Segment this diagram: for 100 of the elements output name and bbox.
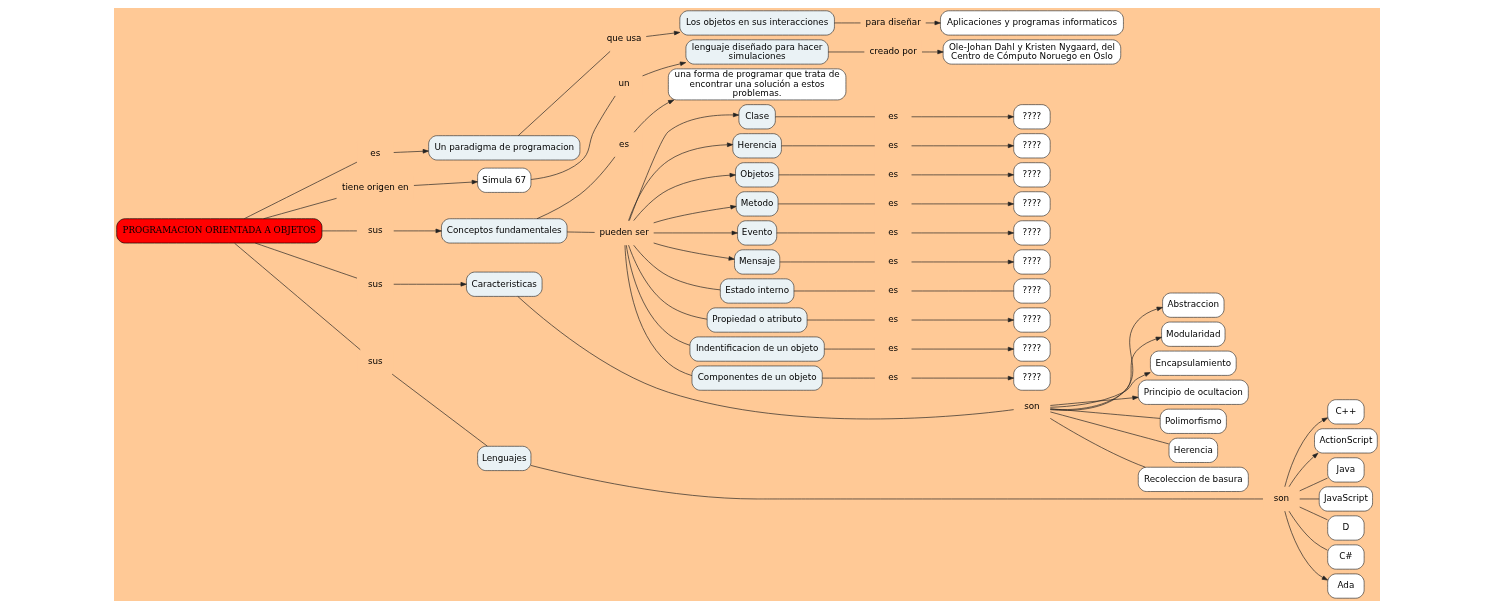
node-box: Java [1326,457,1364,483]
node-text: un [618,78,630,89]
arrow [1288,452,1318,488]
node-box: ???? [1012,191,1050,217]
node-box: Indentificacion de un objeto [689,336,825,362]
arrow [910,143,1014,149]
connector [1298,477,1328,492]
arrow [633,99,674,133]
connector [530,95,616,180]
node-box: C# [1326,544,1364,570]
node-box: JavaScript [1318,486,1373,512]
connector [833,22,861,24]
node-box: Propiedad o atributo [706,307,807,333]
connector [254,242,357,279]
node-box: ???? [1012,307,1050,333]
node-text: son [1273,493,1289,504]
node-box: Polimorfismo [1159,408,1227,434]
node-text: es [887,111,898,122]
node-box: Encapsulamiento [1149,350,1236,376]
node-text: es [887,343,898,354]
node-text: es [887,140,898,151]
arrow [910,346,1014,352]
connector [517,51,610,136]
connector [566,231,595,233]
arrow [924,20,941,26]
connector [243,161,357,219]
connector [1049,411,1169,445]
connector [262,198,337,220]
arrow [652,205,736,224]
node-box: Un paradigma de programacion [427,135,580,161]
arrow [1283,510,1328,581]
node-box: Recoleccion de basura [1137,466,1249,492]
node-text: es [887,314,898,325]
connector [632,244,720,291]
node-box: Aplicaciones y programas informaticos [939,10,1124,36]
connector [627,244,707,320]
node-box: una forma de programar que trata de encontrar una solución a estos problemas. [667,68,846,101]
connector [780,145,875,147]
node-box: ???? [1012,278,1050,304]
node-box: Simula 67 [476,167,531,193]
node-text: es [887,285,898,296]
node-text: para diseñar [865,17,921,28]
connector [624,244,692,376]
node-box: ???? [1012,249,1050,275]
arrow [910,230,1014,236]
node-box: Ole-Johan Dahl y Kristen Nygaard, del Centro de Cómputo Noruego en Oslo [942,39,1121,65]
arrow [641,61,686,77]
node-box: Los objetos en sus interacciones [679,10,835,36]
node-box: Evento [736,220,777,246]
node-box: Lenguajes [476,445,531,471]
node-box: Metodo [735,191,778,217]
arrow [910,201,1014,207]
arrow [921,49,943,55]
node-text: es [887,169,898,180]
arrow [627,142,733,222]
connector [625,244,690,346]
arrow [392,228,442,234]
node-text: pueden ser [598,227,649,238]
arrow [652,230,738,236]
arrow [910,114,1014,120]
node-text: es [887,227,898,238]
node-box: Abstraccion [1161,292,1224,318]
connector [821,377,875,379]
connector [233,242,361,351]
arrow [413,179,478,186]
connector [516,296,1014,420]
connector [827,51,865,53]
node-box: Componentes de un objeto [691,365,823,391]
node-box: ???? [1012,336,1050,362]
node-box: PROGRAMACION ORIENTADA A OBJETOS [115,218,322,244]
arrow [1049,372,1151,408]
arrow [910,172,1014,178]
connector [1288,510,1328,551]
node-box: Principio de ocultacion [1137,379,1249,405]
arrow [1283,417,1328,488]
connector [910,290,1014,292]
node-box: Ada [1326,573,1364,599]
node-box: Estado interno [719,278,794,304]
connector [1049,408,1160,419]
node-box: Herencia [732,133,782,159]
arrow [1049,395,1138,406]
arrow [392,149,429,154]
connector [823,348,875,350]
node-text: es [887,372,898,383]
node-box: Clase [738,104,776,130]
node-text: tiene origen en [341,181,409,192]
node-box: ???? [1012,104,1050,130]
node-text: es [618,138,629,149]
node-box: ???? [1012,133,1050,159]
arrow [645,30,680,37]
arrow [910,317,1014,323]
node-text: sus [367,278,383,289]
node-text: que usa [606,33,642,44]
node-box: C++ [1326,399,1364,425]
arrow [628,112,739,221]
arrow [1049,336,1162,410]
connector [774,116,875,118]
node-box: Modularidad [1160,321,1225,347]
node-box: Mensaje [733,249,780,275]
node-box: Herencia [1168,437,1218,463]
